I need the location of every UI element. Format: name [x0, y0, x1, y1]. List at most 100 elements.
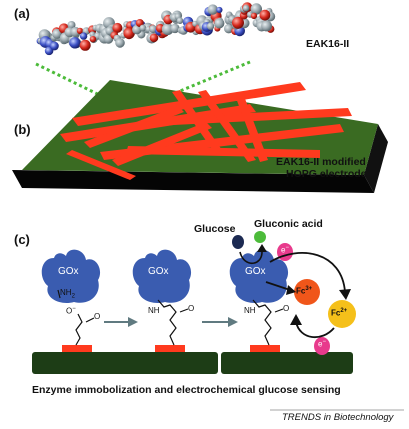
electron-top-label: e− — [281, 245, 289, 255]
molecule-atom — [52, 28, 63, 39]
molecule-atom — [266, 25, 275, 33]
molecule-atom — [59, 32, 72, 44]
molecule-atom — [234, 25, 245, 37]
molecule-atom — [123, 26, 135, 39]
molecule-atom — [45, 38, 55, 49]
molecule-atom — [255, 16, 263, 24]
molecule-atom — [82, 27, 91, 35]
molecule-atom — [125, 32, 133, 40]
linker-chain-2 — [157, 299, 177, 346]
linker-chain-1 — [75, 313, 83, 346]
molecule-atom — [41, 30, 51, 40]
electrode-pad-1 — [32, 345, 128, 374]
molecule-atom — [239, 18, 250, 29]
molecule-atom — [50, 34, 58, 42]
molecule-atom — [207, 4, 218, 15]
step-arrow-2 — [202, 317, 238, 327]
molecule-atom — [261, 20, 272, 32]
molecule-atom — [63, 27, 73, 36]
molecule-atom — [172, 16, 180, 24]
molecule-atom — [186, 24, 195, 33]
molecule-atom — [186, 21, 196, 31]
cycle-arrow-bottom — [295, 321, 335, 338]
molecule-atom — [98, 25, 106, 32]
molecule-atom — [107, 25, 119, 37]
nh-label-2: NH — [148, 306, 160, 315]
molecule-atom — [134, 23, 142, 31]
molecule-atom — [149, 33, 159, 43]
peptide-stripe — [66, 150, 136, 180]
peptide-stripe — [236, 96, 268, 162]
molecule-atom — [210, 10, 222, 22]
molecule-atom — [43, 32, 53, 42]
molecule-atom — [196, 20, 204, 28]
fc3-label: Fc3+ — [296, 286, 313, 296]
molecule-atom — [79, 41, 88, 50]
molecule-atom — [67, 21, 76, 29]
molecule-atom — [163, 14, 173, 25]
molecule-atom — [38, 29, 51, 41]
molecule-atom — [89, 35, 98, 44]
molecule-atom — [146, 32, 157, 44]
molecule-atom — [101, 27, 112, 39]
molecule-atom — [138, 21, 146, 28]
molecule-atom — [174, 13, 182, 20]
molecule-atom — [250, 3, 262, 15]
molecule-atom — [206, 22, 215, 30]
molecule-atom — [160, 28, 170, 37]
molecule-atom — [123, 21, 130, 28]
panel-a-caption: EAK16-II — [306, 38, 350, 50]
molecule-atom — [64, 27, 75, 38]
molecule-atom — [205, 16, 214, 25]
molecule-atom — [170, 23, 180, 34]
projection-line-right — [167, 60, 251, 98]
molecule-atom — [194, 23, 206, 35]
molecule-atom — [265, 7, 273, 15]
molecule-atom — [147, 25, 156, 34]
molecule-atom — [161, 23, 174, 36]
curved-arrow-icon — [239, 251, 263, 265]
molecule-atom — [88, 25, 97, 34]
projection-line-left — [35, 62, 119, 106]
molecule-atom — [94, 32, 102, 40]
molecule-atom — [224, 24, 234, 34]
molecule-atom — [199, 21, 209, 31]
molecule-atom — [40, 36, 48, 44]
molecule-atom — [79, 39, 91, 51]
panel-c-caption: Enzyme immobolization and electrochemica… — [32, 384, 341, 396]
molecule-atom — [154, 26, 165, 36]
molecule-atom — [242, 2, 253, 13]
molecule-atom — [99, 23, 111, 36]
molecule-atom — [89, 31, 96, 38]
molecule-atom — [107, 24, 118, 35]
molecule-atom — [95, 23, 105, 33]
molecule-atom — [105, 26, 115, 36]
molecule-atom — [69, 37, 81, 49]
molecule-atom — [68, 34, 79, 45]
peptide-stripe — [72, 82, 306, 126]
molecule-atom — [36, 37, 44, 45]
molecule-atom — [122, 25, 131, 34]
molecule-atom — [247, 11, 254, 18]
glucose-label: Glucose — [194, 223, 236, 235]
peptide-stripe — [84, 106, 184, 148]
molecule-atom — [161, 10, 173, 22]
molecule-atom — [201, 22, 212, 32]
molecule-atom — [88, 28, 96, 35]
electrode-pad-2 — [122, 345, 218, 374]
molecule-atom — [59, 35, 69, 45]
molecule-atom — [183, 23, 192, 32]
molecule-atom — [39, 36, 52, 48]
step-arrow-1 — [104, 317, 138, 327]
molecule-atom — [132, 24, 142, 35]
molecule-atom — [103, 17, 115, 29]
journal-source: TRENDS in Biotechnology — [282, 412, 394, 423]
molecule-atom — [232, 16, 244, 29]
molecule-atom — [235, 10, 244, 18]
transfer-arrow — [265, 281, 291, 291]
molecule-atom — [37, 37, 45, 45]
molecule-atom — [239, 11, 248, 20]
molecule-atom — [250, 12, 258, 20]
molecule-atom — [73, 31, 80, 38]
